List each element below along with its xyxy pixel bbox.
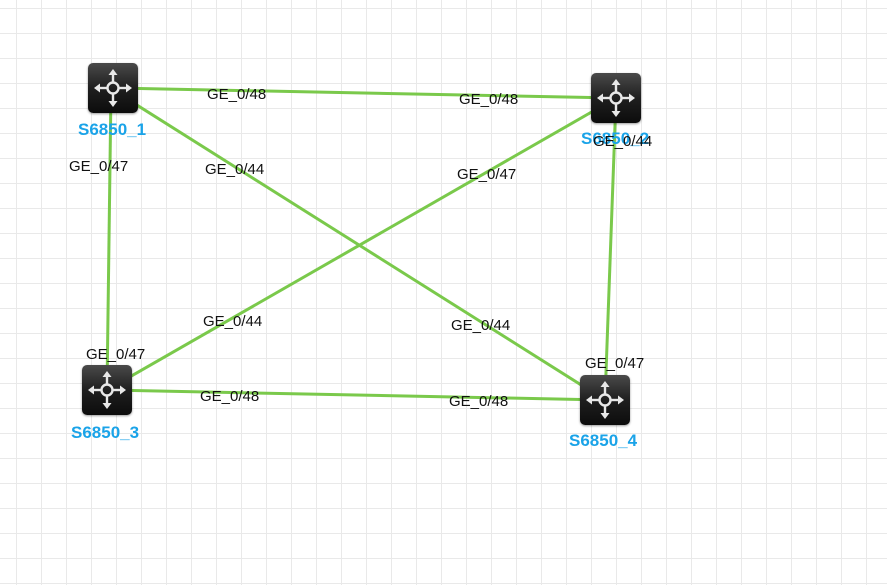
- port-label-s1-s3-from: GE_0/47: [69, 158, 129, 175]
- port-label-s2-s4-to: GE_0/47: [585, 355, 645, 372]
- switch-icon[interactable]: [591, 73, 641, 123]
- switch-icon-glyph: [88, 371, 126, 409]
- link-s2-s3[interactable]: [106, 96, 617, 392]
- device-name-s3: S6850_3: [71, 423, 140, 442]
- port-label-s1-s4-to: GE_0/44: [451, 317, 511, 334]
- port-label-s1-s2-from: GE_0/48: [207, 86, 267, 103]
- switch-icon-glyph: [94, 69, 132, 107]
- port-label-s3-s4-from: GE_0/48: [200, 388, 260, 405]
- link-s3-s4[interactable]: [106, 388, 606, 402]
- link-s2-s4[interactable]: [603, 97, 618, 401]
- switch-icon-glyph: [597, 79, 635, 117]
- device-name-s2: S6850_2: [581, 129, 650, 148]
- port-label-s1-s2-to: GE_0/48: [459, 91, 519, 108]
- switch-icon-glyph: [586, 381, 624, 419]
- device-name-s1: S6850_1: [78, 120, 147, 139]
- switch-icon[interactable]: [82, 365, 132, 415]
- switch-icon[interactable]: [580, 375, 630, 425]
- switch-icon[interactable]: [88, 63, 138, 113]
- link-s1-s3[interactable]: [105, 89, 113, 391]
- device-name-s4: S6850_4: [569, 431, 638, 450]
- port-label-s2-s3-from: GE_0/47: [457, 166, 517, 183]
- port-label-s1-s4-from: GE_0/44: [205, 161, 265, 178]
- port-label-s1-s3-to: GE_0/47: [86, 346, 146, 363]
- port-label-s2-s4-from: GE_0/44: [593, 133, 653, 150]
- link-s1-s2[interactable]: [112, 86, 617, 100]
- port-label-s2-s3-to: GE_0/44: [203, 313, 263, 330]
- port-label-s3-s4-to: GE_0/48: [449, 393, 509, 410]
